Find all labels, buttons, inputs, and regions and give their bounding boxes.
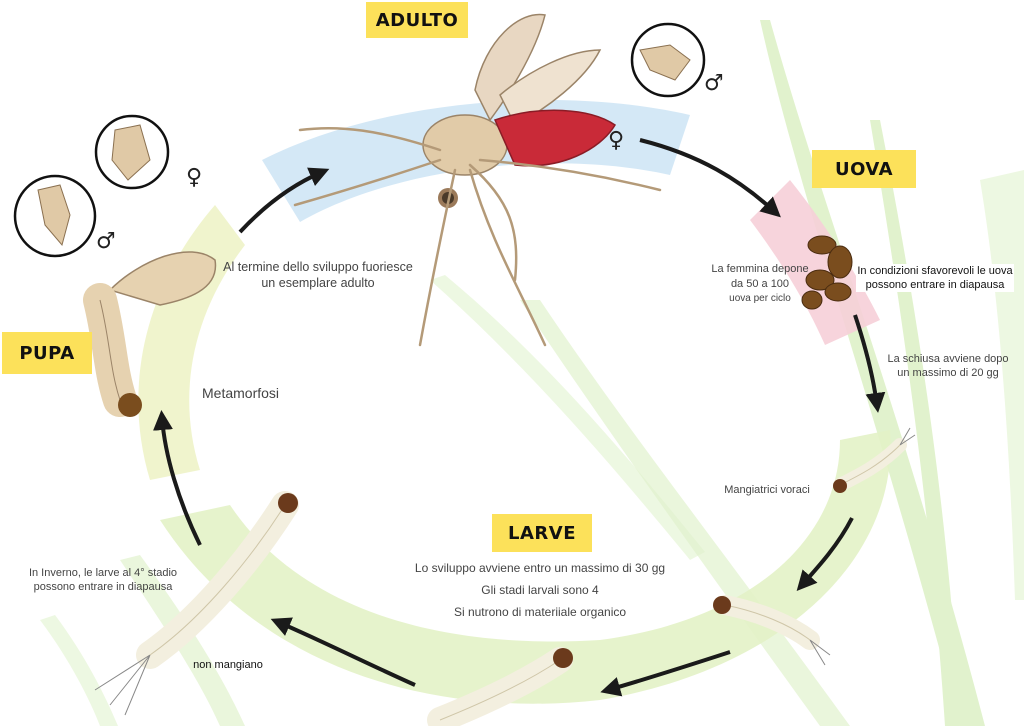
larva-fourth-stage [94,491,299,716]
arrow-larva-down-1 [796,517,854,591]
annotation-hatching: La schiusa avviene dopo un massimo di 20… [887,353,1009,379]
larva-medium [713,595,831,666]
female-symbol-adult: ♀ [608,128,624,153]
annotation-larvae-development: Lo sviluppo avviene entro un massimo di … [414,561,666,575]
egg-cluster [801,235,853,310]
inset-circle-male-pupa [13,174,97,258]
annotation-eggs-diapause: In condizioni sfavorevoli le uova posson… [856,264,1014,292]
inset-circle-female-pupa [94,114,170,190]
larva-small [833,427,916,493]
arrow-adult-to-eggs [639,138,781,218]
adult-mosquito [293,13,662,347]
larva-band [160,430,891,704]
inset-circle-male-adult [630,22,706,98]
annotation-eggs-count-line-1: La femmina depone [711,263,809,275]
pupa-band [138,205,245,480]
arrow-larva-left-2 [270,617,416,687]
pupa [83,251,217,417]
arrow-larva-to-pupa [153,410,202,546]
cycle-arrows [153,138,886,697]
annotation-larval-stages: Gli stadi larvali sono 4 [481,583,599,597]
annotation-voracious: Mangiatrici voraci [724,484,810,496]
stage-label-uova: UOVA [812,150,916,188]
annotation-adult-emerges: Al termine dello sviluppo fuoriesce un e… [223,260,413,290]
female-symbol-pupa: ♀ [186,165,202,190]
annotation-eggs-count-line-3: uova per ciclo [729,293,791,304]
larva-large [427,647,573,726]
stage-label-adulto: ADULTO [366,2,468,38]
male-symbol-pupa: ♂ [96,229,116,254]
egg-band [750,180,880,345]
arrow-larva-left-1 [600,650,731,697]
arrow-eggs-to-larva [853,314,886,413]
arrow-pupa-to-adult [238,167,330,234]
annotation-metamorphosis: Metamorfosi [198,383,284,403]
annotation-eggs-count-line-2: da 50 a 100 [730,278,790,290]
annotation-larvae-feeding: Si nutrono di materiiale organico [453,605,627,619]
annotation-winter-diapause: In Inverno, le larve al 4° stadio posson… [28,567,178,593]
male-symbol-adult: ♂ [704,71,724,96]
stage-label-larve: LARVE [492,514,592,552]
annotation-not-eating: non mangiano [193,659,263,671]
stage-label-pupa: PUPA [2,332,92,374]
